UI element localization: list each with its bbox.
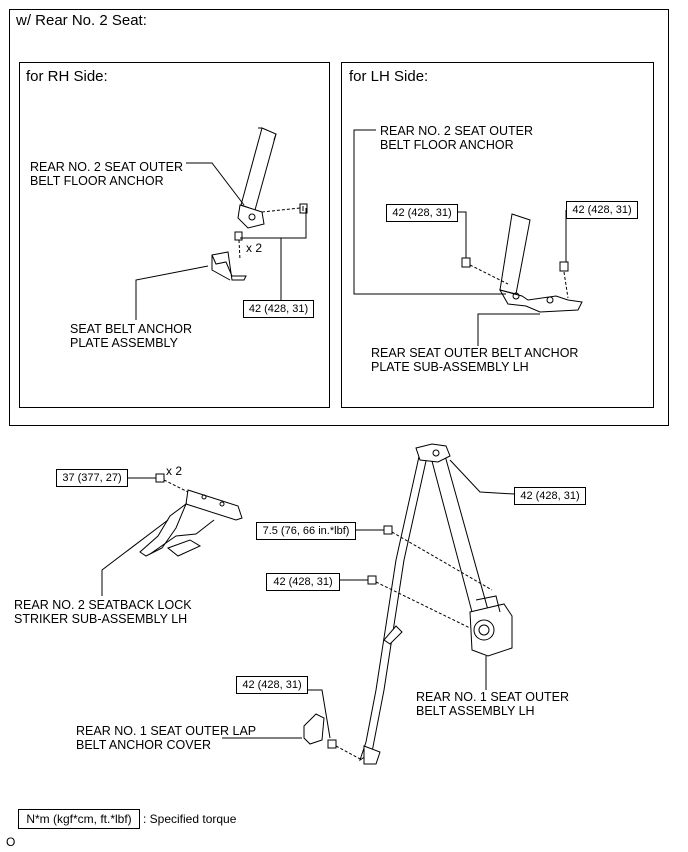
rh-qty-label: x 2 — [246, 241, 263, 255]
legend-unit-box: N*m (kgf*cm, ft.*lbf) — [18, 809, 140, 829]
lh-plate-label-line2: PLATE SUB-ASSEMBLY LH — [371, 360, 529, 374]
retractor-bolt-icon — [367, 575, 377, 585]
legend-description: : Specified torque — [143, 812, 237, 826]
striker-assembly — [139, 489, 243, 557]
lh-panel-title: for LH Side: — [349, 68, 429, 85]
rh-anchor-label-line2: BELT FLOOR ANCHOR — [30, 174, 164, 188]
cover-label-line1: REAR NO. 1 SEAT OUTER LAP — [76, 724, 257, 738]
lap-anchor-cover — [303, 713, 325, 745]
lh-belt-strap — [499, 213, 531, 295]
top-anchor-torque-box: 42 (428, 31) — [514, 487, 586, 505]
rh-small-bolt-icon — [234, 231, 243, 241]
rh-anchor-plate — [211, 251, 247, 281]
rh-plate-label-line1: SEAT BELT ANCHOR — [70, 322, 193, 336]
rh-anchor-label-line1: REAR NO. 2 SEAT OUTER — [30, 160, 184, 174]
small-bolt-icon — [383, 525, 393, 535]
lh-bolt-left-icon — [461, 257, 471, 268]
lh-plate-label-line1: REAR SEAT OUTER BELT ANCHOR — [371, 346, 579, 360]
lh-anchor-label-line2: BELT FLOOR ANCHOR — [380, 138, 514, 152]
rh-bolt-dash — [261, 207, 301, 213]
striker-qty-label: x 2 — [166, 464, 183, 478]
rh-belt-strap — [240, 127, 277, 211]
belt-label-line1: REAR NO. 1 SEAT OUTER — [416, 690, 570, 704]
striker-label-line1: REAR NO. 2 SEATBACK LOCK — [14, 598, 192, 612]
cover-label-line2: BELT ANCHOR COVER — [76, 738, 211, 752]
lh-torque-box-right: 42 (428, 31) — [566, 201, 638, 219]
retractor-assembly — [469, 595, 513, 657]
top-section-frame — [9, 9, 669, 426]
lap-torque-box: 42 (428, 31) — [236, 676, 308, 694]
section-title: w/ Rear No. 2 Seat: — [16, 12, 147, 29]
rh-plate-label-line2: PLATE ASSEMBLY — [70, 336, 178, 350]
rh-panel-frame — [19, 62, 330, 408]
lh-bolt-right-icon — [559, 261, 569, 272]
lh-anchor-plate — [498, 289, 583, 313]
striker-torque-box: 37 (377, 27) — [56, 469, 128, 487]
seat-belt-webbing — [359, 443, 489, 765]
rh-bolt-icon — [299, 203, 308, 214]
footer-code: O — [6, 835, 16, 849]
rh-torque-box: 42 (428, 31) — [243, 300, 314, 318]
belt-label-line2: BELT ASSEMBLY LH — [416, 704, 535, 718]
top-anchor-leader — [449, 459, 515, 495]
rh-panel-title: for RH Side: — [26, 68, 108, 85]
striker-label-line2: STRIKER SUB-ASSEMBLY LH — [14, 612, 188, 626]
lap-bolt-icon — [327, 739, 337, 749]
retractor-torque-box: 42 (428, 31) — [266, 573, 340, 591]
retractor-small-torque-box: 7.5 (76, 66 in.*lbf) — [256, 522, 356, 540]
lh-anchor-label-line1: REAR NO. 2 SEAT OUTER — [380, 124, 534, 138]
rh-floor-anchor — [237, 204, 265, 229]
lh-torque-box-left: 42 (428, 31) — [386, 204, 458, 222]
striker-bolt-icon — [155, 473, 165, 483]
lh-panel-frame — [341, 62, 654, 408]
